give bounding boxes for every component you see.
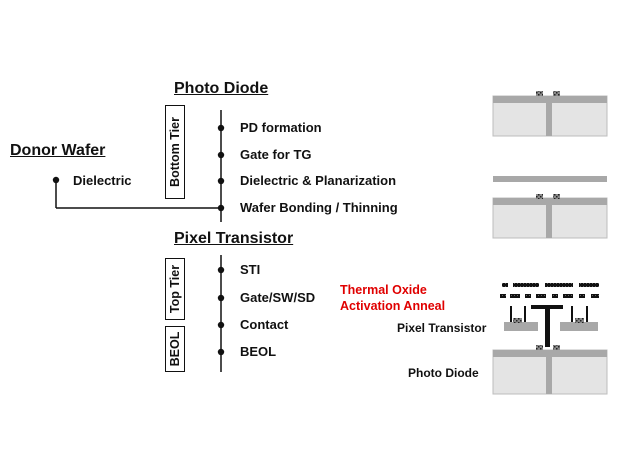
activation-anneal-note: Activation Anneal [340,299,446,313]
dielectric-planarization-step: Dielectric & Planarization [240,173,397,188]
pd-formation-dot [217,124,225,132]
beol-box: BEOL [165,326,185,372]
top-tier-box: Top Tier [165,258,185,320]
beol-step: BEOL [240,344,277,359]
pixel-transistor-label: Pixel Transistor [397,321,487,335]
pixel-transistor-title: Pixel Transistor [174,230,294,247]
photo-diode-label: Photo Diode [408,366,479,380]
cross-section-pd-gate [492,91,608,137]
sti-dot [217,266,225,274]
thermal-oxide-note: Thermal Oxide [340,283,427,297]
gate-sw-sd-step: Gate/SW/SD [240,290,316,305]
gate-tg-dot [217,151,225,159]
contact-step: Contact [240,317,289,332]
photo-diode-title: Photo Diode [174,80,269,97]
beol-dot [217,348,225,356]
contact-dot [217,321,225,329]
wafer-bonding-step: Wafer Bonding / Thinning [240,200,398,215]
gate-sw-sd-dot [217,294,225,302]
sti-step: STI [240,262,261,277]
donor-wafer-title: Donor Wafer [10,142,106,159]
dielectric-dot [217,177,225,185]
cross-section-3d-stack [492,283,608,395]
donor-dot [52,176,60,184]
top-tier-label: Top Tier [168,264,182,314]
bottom-tier-label: Bottom Tier [168,117,182,187]
gate-for-tg-step: Gate for TG [240,147,312,162]
pd-formation-step: PD formation [240,120,322,135]
donor-dielectric-step: Dielectric [73,173,132,188]
wafer-bonding-dot [217,204,225,212]
beol-tier-label: BEOL [168,331,182,367]
bottom-tier-box: Bottom Tier [165,105,185,199]
cross-section-bonding [492,176,608,239]
